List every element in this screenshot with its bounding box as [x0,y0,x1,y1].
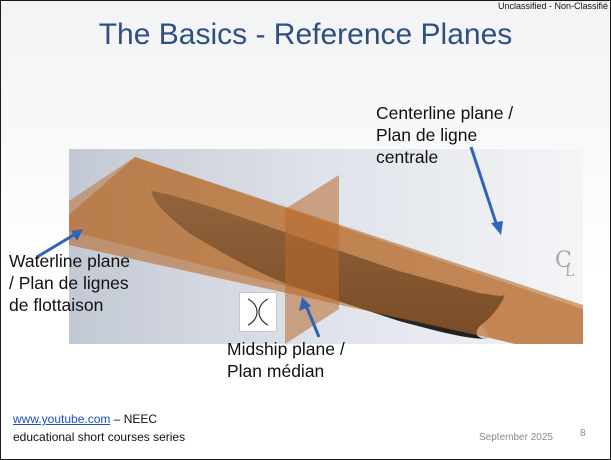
centerline-symbol-icon: C [555,248,572,273]
footer-link-suffix: – NEEC [110,412,158,426]
slide-title: The Basics - Reference Planes [98,18,513,51]
waterline-arrow [36,231,78,259]
waterline-arrowhead [71,229,83,241]
footer-series: educational short courses series [13,430,186,444]
page-number: 8 [580,428,586,439]
hull-figure: C L [69,149,583,344]
midship-arrow [303,302,321,338]
midship-section-icon [239,292,277,332]
centerline-arrow [469,146,500,230]
midship-plane-label: Midship plane / Plan médian [227,339,345,381]
centerline-arrowhead [491,221,503,235]
youtube-link[interactable]: www.youtube.com [13,412,111,426]
classification-label: Unclassified - Non-Classifié [497,1,608,11]
footer-date: September 2025 [479,432,553,443]
reference-planes-illustration: C L [69,157,583,344]
waterline-plane-label: Waterline plane / Plan de lignes de flot… [9,251,130,315]
midship-plane [285,175,339,344]
footer-source: www.youtube.com – NEEC [13,412,157,426]
midship-arrowhead [299,297,311,311]
centerline-symbol-icon-l: L [565,264,574,280]
centerline-plane-label: Centerline plane / Plan de ligne central… [376,103,514,167]
